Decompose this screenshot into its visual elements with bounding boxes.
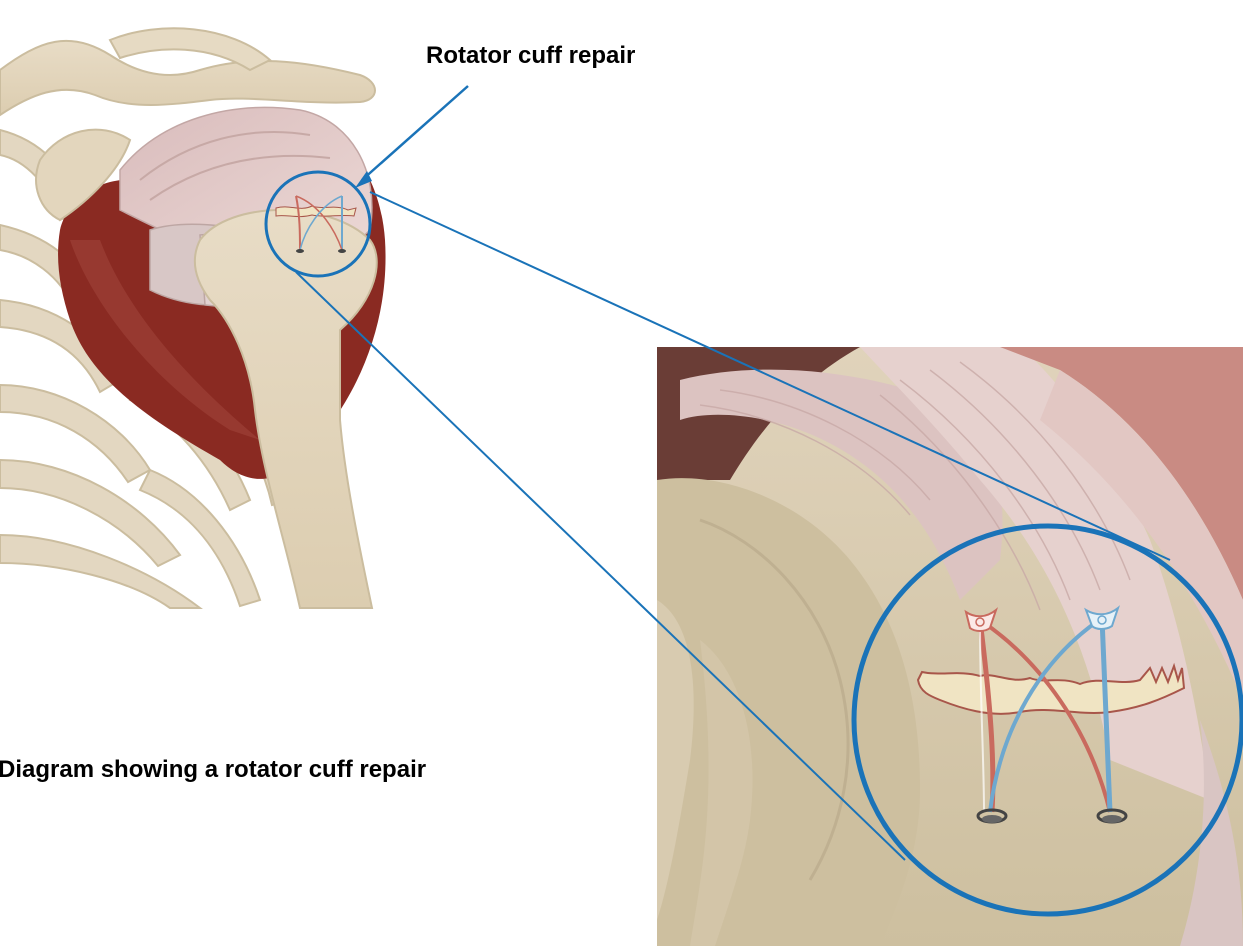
zoom-detail-view [657,347,1243,946]
title-label: Rotator cuff repair [426,40,635,72]
skeleton-overview [0,28,386,608]
title-pointer-line [362,86,468,180]
caption-label: Diagram showing a rotator cuff repair [0,754,478,786]
clavicle [0,41,375,115]
